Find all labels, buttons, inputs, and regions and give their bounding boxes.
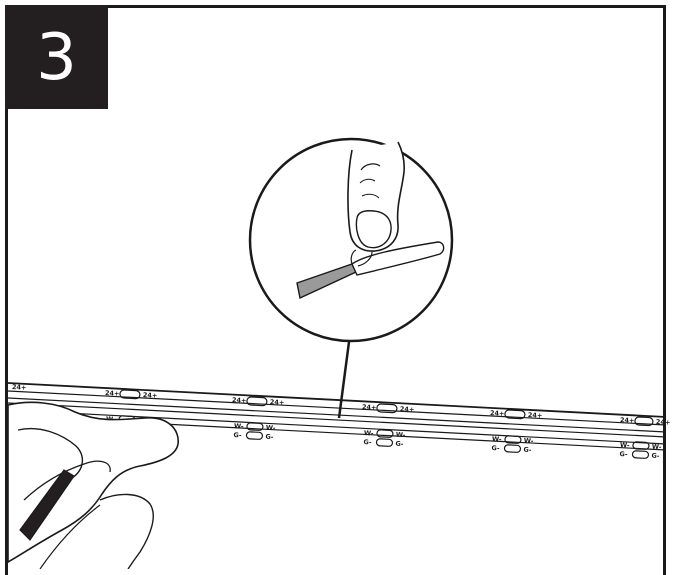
pad-label: 24+: [656, 418, 671, 427]
top-pad-group: 24+ 24+: [490, 409, 543, 420]
pad-label: G-: [363, 438, 372, 446]
pad-label: 24+: [143, 391, 158, 400]
pad-label: G-: [265, 433, 274, 441]
pad-label: 24+: [528, 411, 543, 420]
top-pad-group: 24+ 24+: [620, 416, 671, 427]
pad-label: G-: [523, 446, 532, 454]
pad-label: 24+: [362, 403, 377, 412]
pad-label: G-: [619, 450, 628, 458]
pad-label: W-: [620, 441, 630, 450]
pad-label: W-: [652, 443, 662, 452]
callout-leader-line: [337, 341, 351, 419]
top-pad-group: 24+: [12, 383, 27, 392]
pad-label: 24+: [490, 409, 505, 418]
pad-label: W-: [364, 429, 374, 438]
pad-label: 24+: [105, 389, 120, 398]
pad-label: G-: [395, 440, 404, 448]
bottom-pad-group: W- G- W- G-: [233, 422, 276, 441]
pad-label: 24+: [400, 405, 415, 414]
bottom-pad-group: W- G- W- G-: [619, 441, 662, 460]
finger-peeling-backing-icon: [347, 141, 405, 267]
zoom-detail-circle-icon: [248, 137, 454, 343]
led-strip: [7, 382, 667, 451]
top-pad-group: 24+ 24+: [362, 403, 415, 414]
bottom-pad-group: W- G- W- G-: [363, 429, 406, 448]
pad-label: 24+: [232, 396, 247, 405]
hand-holding-strip-icon: [7, 401, 179, 569]
pad-label: W-: [524, 437, 534, 446]
top-pad-group: 24+ 24+: [232, 396, 285, 407]
pad-label: W-: [234, 422, 244, 431]
pad-label: 24+: [12, 383, 27, 392]
step-number: 3: [36, 21, 77, 95]
pad-label: G-: [651, 452, 660, 460]
pad-label: W-: [266, 424, 276, 433]
strip-top-pads: 24+ 24+ 24+ 24+ 24+ 24+ 24+ 24+ 24+ 24+ …: [12, 383, 671, 427]
pad-label: W-: [396, 431, 406, 440]
step-number-badge: 3: [5, 5, 108, 109]
pad-label: 24+: [620, 416, 635, 425]
pad-label: 24+: [270, 398, 285, 407]
pad-label: G-: [233, 431, 242, 439]
top-pad-group: 24+ 24+: [105, 389, 158, 400]
pad-label: W-: [492, 435, 502, 444]
pad-label: G-: [491, 444, 500, 452]
bottom-pad-group: W- G- W- G-: [491, 435, 534, 454]
